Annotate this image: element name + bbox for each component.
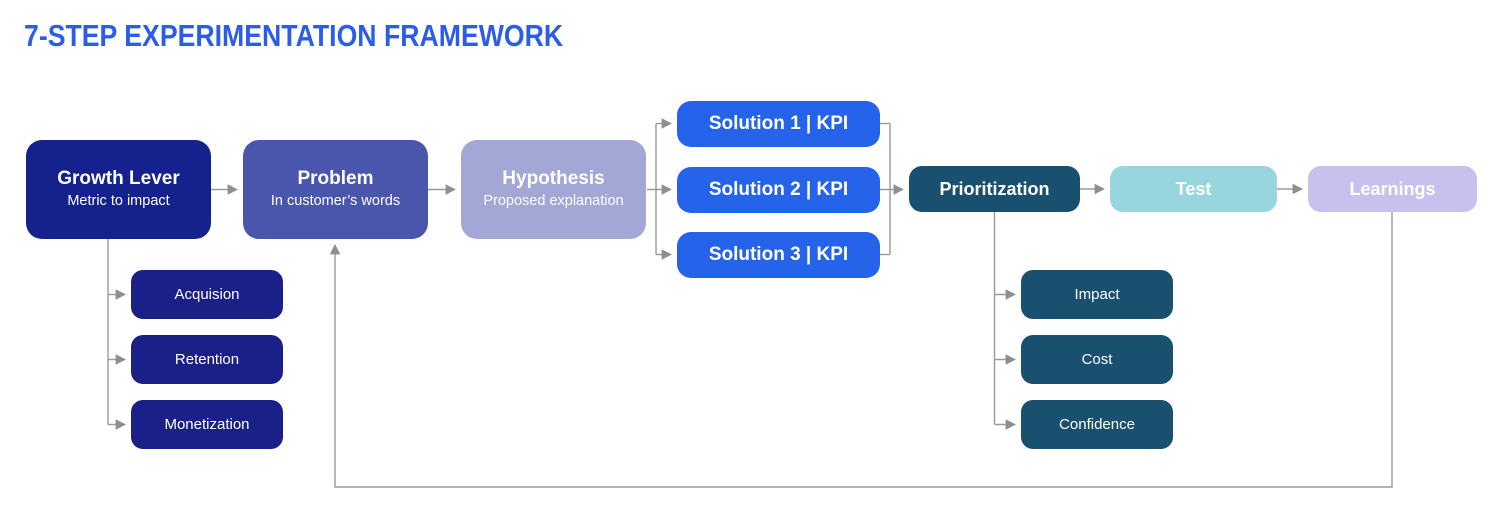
node-solution-1: Solution 1 | KPI	[677, 101, 880, 147]
node-monetization: Monetization	[131, 400, 283, 449]
node-impact: Impact	[1021, 270, 1173, 319]
node-problem: Problem In customer’s words	[243, 140, 428, 239]
problem-subtitle: In customer’s words	[270, 192, 401, 209]
node-growth-lever: Growth Lever Metric to impact	[26, 140, 211, 239]
growth-lever-title: Growth Lever	[57, 168, 180, 190]
node-test: Test	[1110, 166, 1277, 212]
node-prioritization: Prioritization	[909, 166, 1080, 212]
node-cost: Cost	[1021, 335, 1173, 384]
page-title: 7-STEP EXPERIMENTATION FRAMEWORK	[24, 18, 564, 53]
node-hypothesis: Hypothesis Proposed explanation	[461, 140, 646, 239]
growth-lever-subtitle: Metric to impact	[67, 192, 170, 209]
node-solution-2: Solution 2 | KPI	[677, 167, 880, 213]
problem-title: Problem	[297, 168, 374, 190]
node-solution-3: Solution 3 | KPI	[677, 232, 880, 278]
node-learnings: Learnings	[1308, 166, 1477, 212]
node-retention: Retention	[131, 335, 283, 384]
hypothesis-title: Hypothesis	[502, 168, 605, 190]
hypothesis-subtitle: Proposed explanation	[483, 192, 624, 209]
node-confidence: Confidence	[1021, 400, 1173, 449]
node-acquision: Acquision	[131, 270, 283, 319]
